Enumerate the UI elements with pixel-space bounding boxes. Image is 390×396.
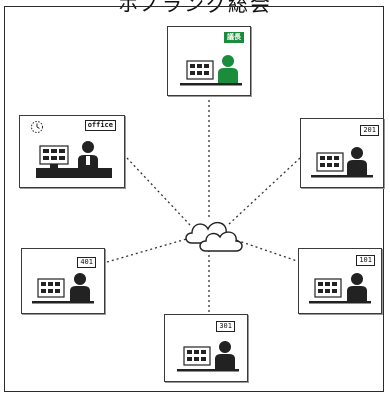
desk-person-icon xyxy=(311,147,373,178)
link-401 xyxy=(106,237,191,263)
node-201: 201 xyxy=(300,118,384,188)
diagram-frame xyxy=(4,6,384,392)
page-title: ホノラング総会 xyxy=(118,0,272,16)
node-101: 101 xyxy=(298,248,382,314)
cloud-icon xyxy=(185,222,243,252)
desk-person-icon xyxy=(32,273,94,304)
node-label: 101 xyxy=(356,255,375,266)
desk-person-icon xyxy=(180,55,242,86)
node-301: 301 xyxy=(164,314,248,382)
node-chair: 議長 xyxy=(167,26,251,96)
desk-person-icon xyxy=(36,141,112,178)
link-101 xyxy=(229,237,301,263)
link-201 xyxy=(227,157,301,226)
desk-person-icon xyxy=(177,341,239,372)
desk-person-icon xyxy=(309,273,371,304)
node-label: office xyxy=(84,120,116,131)
node-label: 議長 xyxy=(224,32,244,43)
node-401: 401 xyxy=(21,248,105,314)
clock-icon xyxy=(31,121,43,133)
node-office: office xyxy=(19,115,125,188)
node-label: 201 xyxy=(360,125,379,136)
node-label: 301 xyxy=(216,321,235,332)
link-office xyxy=(126,157,191,226)
node-label: 401 xyxy=(77,257,96,268)
